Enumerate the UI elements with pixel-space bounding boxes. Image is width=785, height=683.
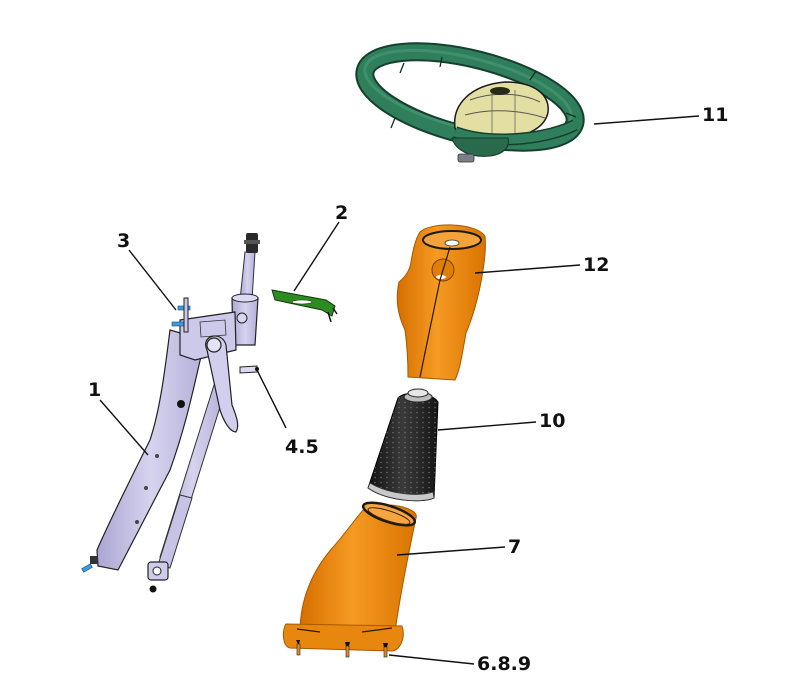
leader-line-2 <box>293 221 340 292</box>
callout-label-11: 11 <box>702 104 729 126</box>
green-bracket <box>271 289 338 323</box>
lower-shroud <box>282 501 417 652</box>
callout-label-10: 10 <box>539 410 566 432</box>
leader-line-11 <box>593 115 700 125</box>
leader-lines <box>99 115 700 665</box>
callout-label-1: 1 <box>88 379 102 401</box>
leader-line-4-5 <box>255 367 287 429</box>
callout-label-3: 3 <box>117 230 131 252</box>
leader-line-3 <box>128 249 177 311</box>
steering-column-frame <box>81 233 260 593</box>
callout-label-4-5: 4.5 <box>285 436 319 458</box>
stud-2 <box>345 642 350 658</box>
upper-shroud <box>396 224 486 381</box>
leader-line-7 <box>396 546 506 556</box>
stud-3 <box>383 643 388 658</box>
base-studs <box>296 640 388 658</box>
callout-label-12: 12 <box>583 254 610 276</box>
steering-wheel <box>355 42 585 163</box>
leader-line-1 <box>99 399 149 456</box>
callout-label-6-8-9: 6.8.9 <box>477 653 532 675</box>
callout-label-2: 2 <box>335 202 349 224</box>
leader-line-6-8-9 <box>388 654 475 665</box>
callout-label-7: 7 <box>508 536 522 558</box>
leader-line-12 <box>474 264 581 274</box>
stud-1 <box>296 640 301 656</box>
bellows-boot <box>367 388 439 502</box>
leader-line-10 <box>437 421 537 431</box>
